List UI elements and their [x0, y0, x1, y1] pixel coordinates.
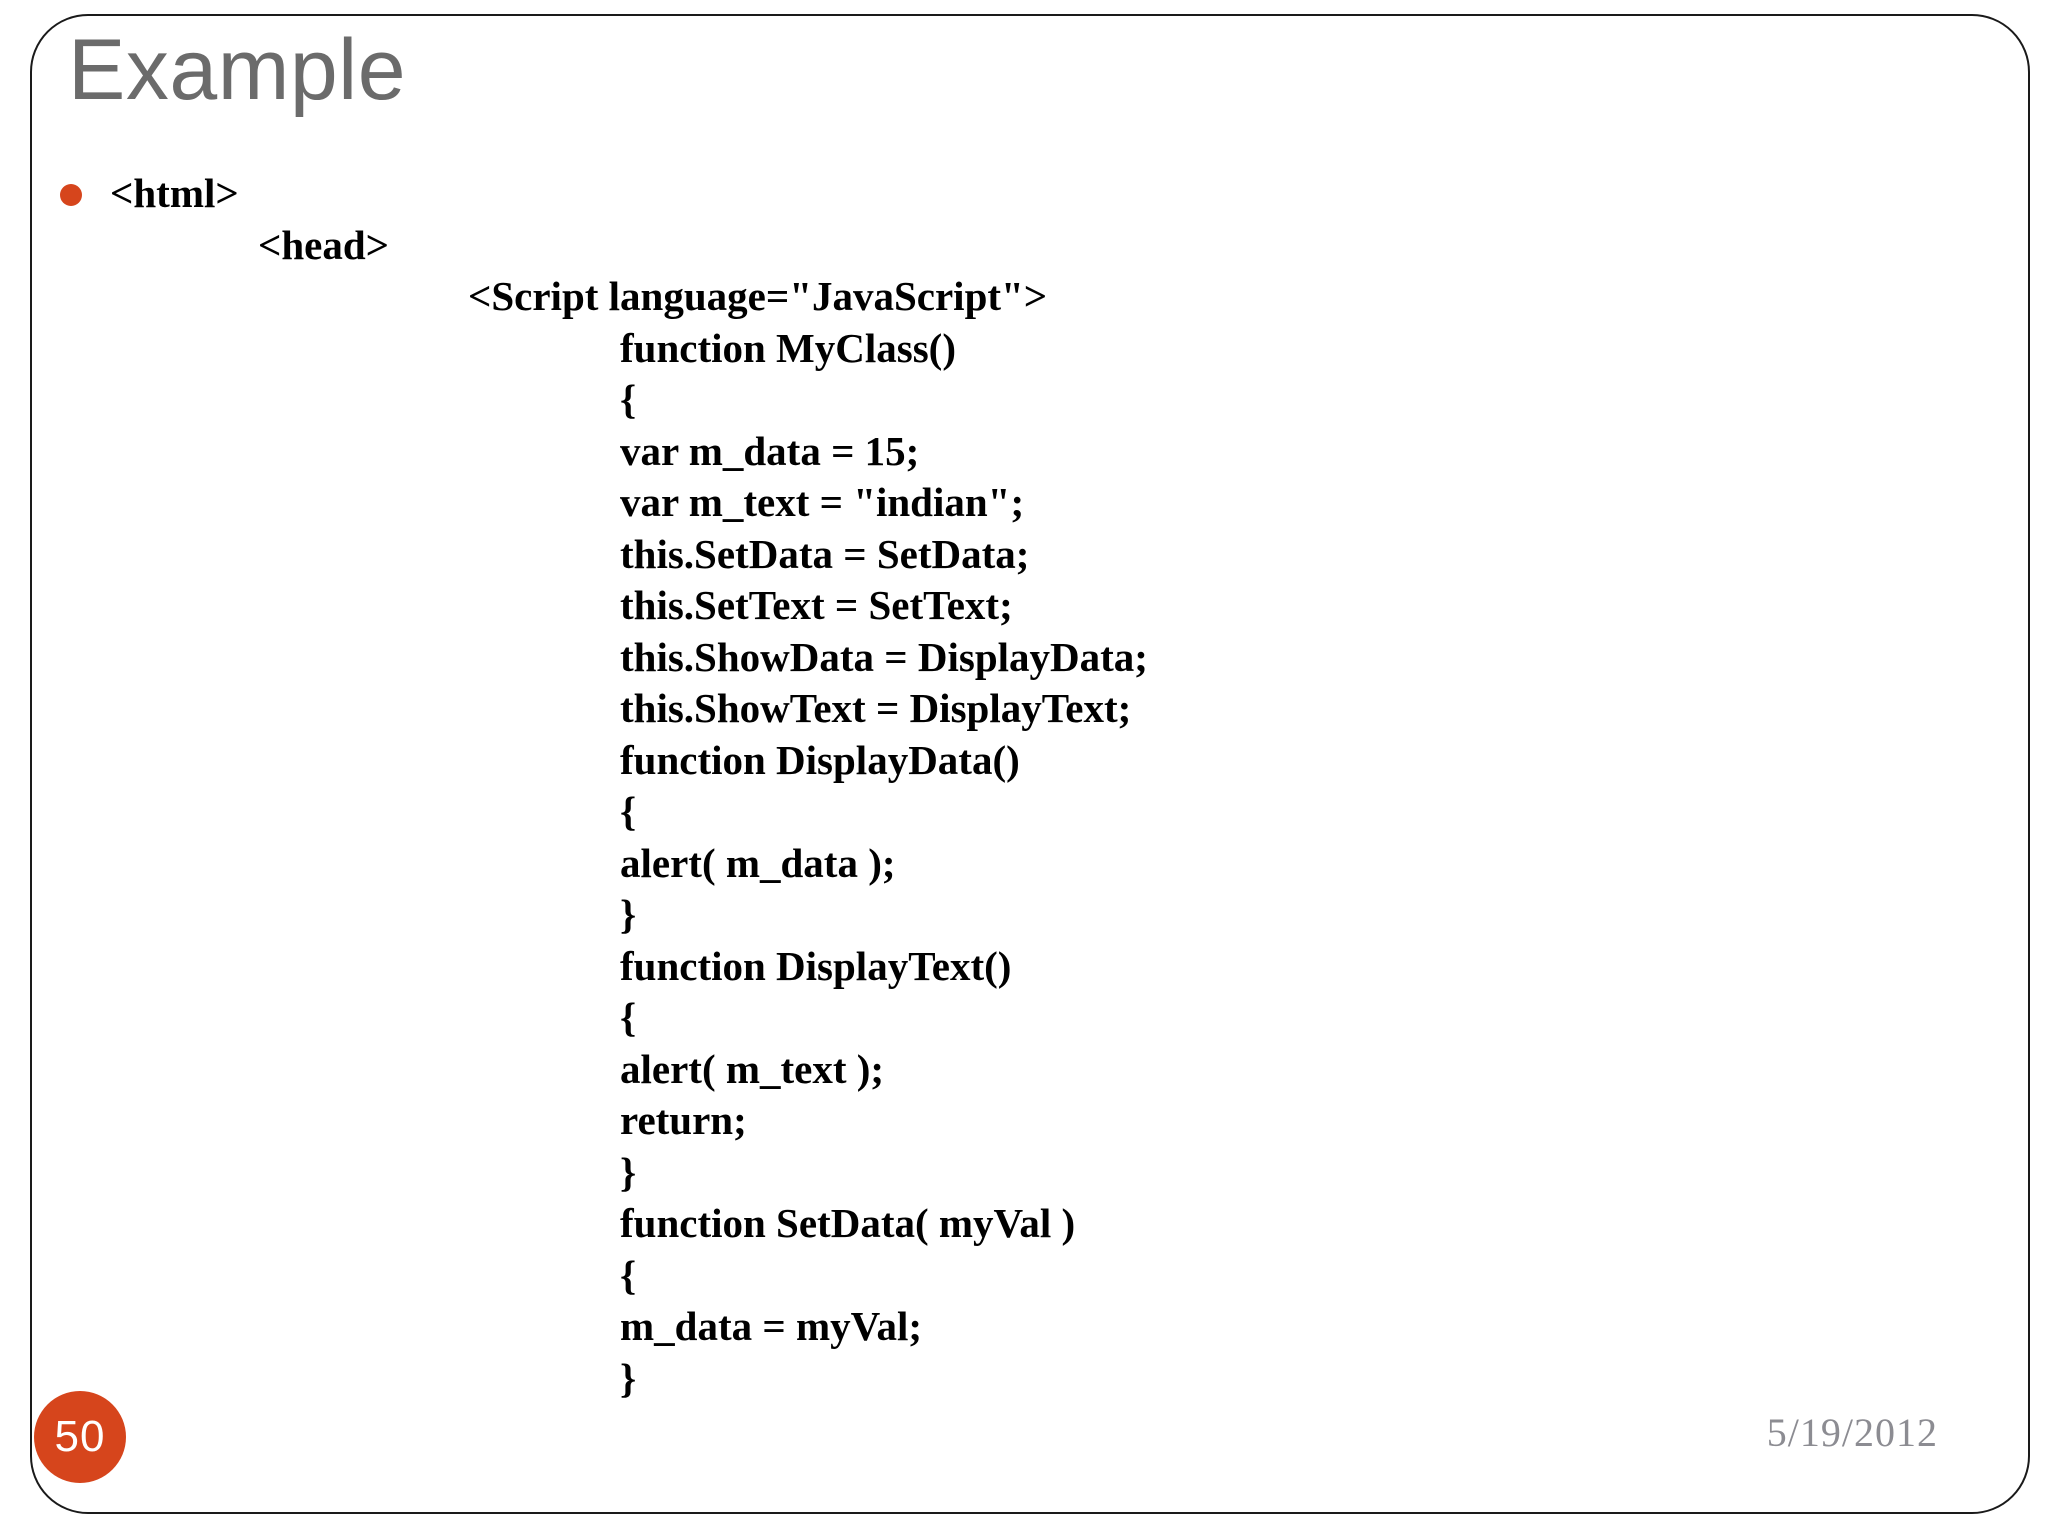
code-line: <Script language="JavaScript">	[468, 273, 1048, 319]
code-line: this.SetText = SetText;	[620, 582, 1013, 628]
code-line: return;	[620, 1097, 747, 1143]
code-line: {	[620, 788, 637, 834]
code-line: alert( m_text );	[620, 1045, 885, 1092]
frame-edge-mask-right	[2032, 0, 2048, 1536]
code-line: this.SetData = SetData;	[620, 530, 1030, 577]
bullet-list-item: <html> <head> <Script language="JavaScript…	[0, 168, 2048, 1404]
code-line: function MyClass()	[620, 324, 956, 371]
code-line: <html>	[110, 170, 239, 216]
frame-edge-mask-bottom	[0, 1528, 2048, 1536]
code-line: }	[620, 1148, 637, 1195]
code-line: alert( m_data );	[620, 839, 896, 886]
bullet-dot-icon	[60, 184, 82, 206]
page-number-badge: 50	[34, 1391, 126, 1483]
code-line: function DisplayData()	[620, 736, 1020, 783]
code-line: {	[620, 994, 637, 1040]
code-line: function SetData( myVal )	[620, 1200, 1076, 1246]
code-line: }	[620, 891, 637, 937]
code-line: function DisplayText()	[620, 942, 1012, 989]
code-line: <head>	[258, 221, 390, 268]
code-line: m_data = myVal;	[620, 1303, 923, 1349]
code-line: this.ShowData = DisplayData;	[620, 633, 1148, 680]
slide-content-body: <html> <head> <Script language="JavaScript…	[0, 168, 2048, 1404]
code-line: {	[620, 1251, 637, 1298]
code-line: }	[620, 1354, 637, 1401]
code-line: var m_data = 15;	[620, 427, 920, 474]
page-title: Example	[68, 22, 407, 118]
code-listing: <html> <head> <Script language="JavaScript…	[110, 168, 1148, 1404]
code-line: this.ShowText = DisplayText;	[620, 685, 1132, 731]
slide-date: 5/19/2012	[1766, 1410, 1938, 1455]
code-line: {	[620, 376, 637, 422]
code-line: var m_text = "indian";	[620, 479, 1025, 525]
